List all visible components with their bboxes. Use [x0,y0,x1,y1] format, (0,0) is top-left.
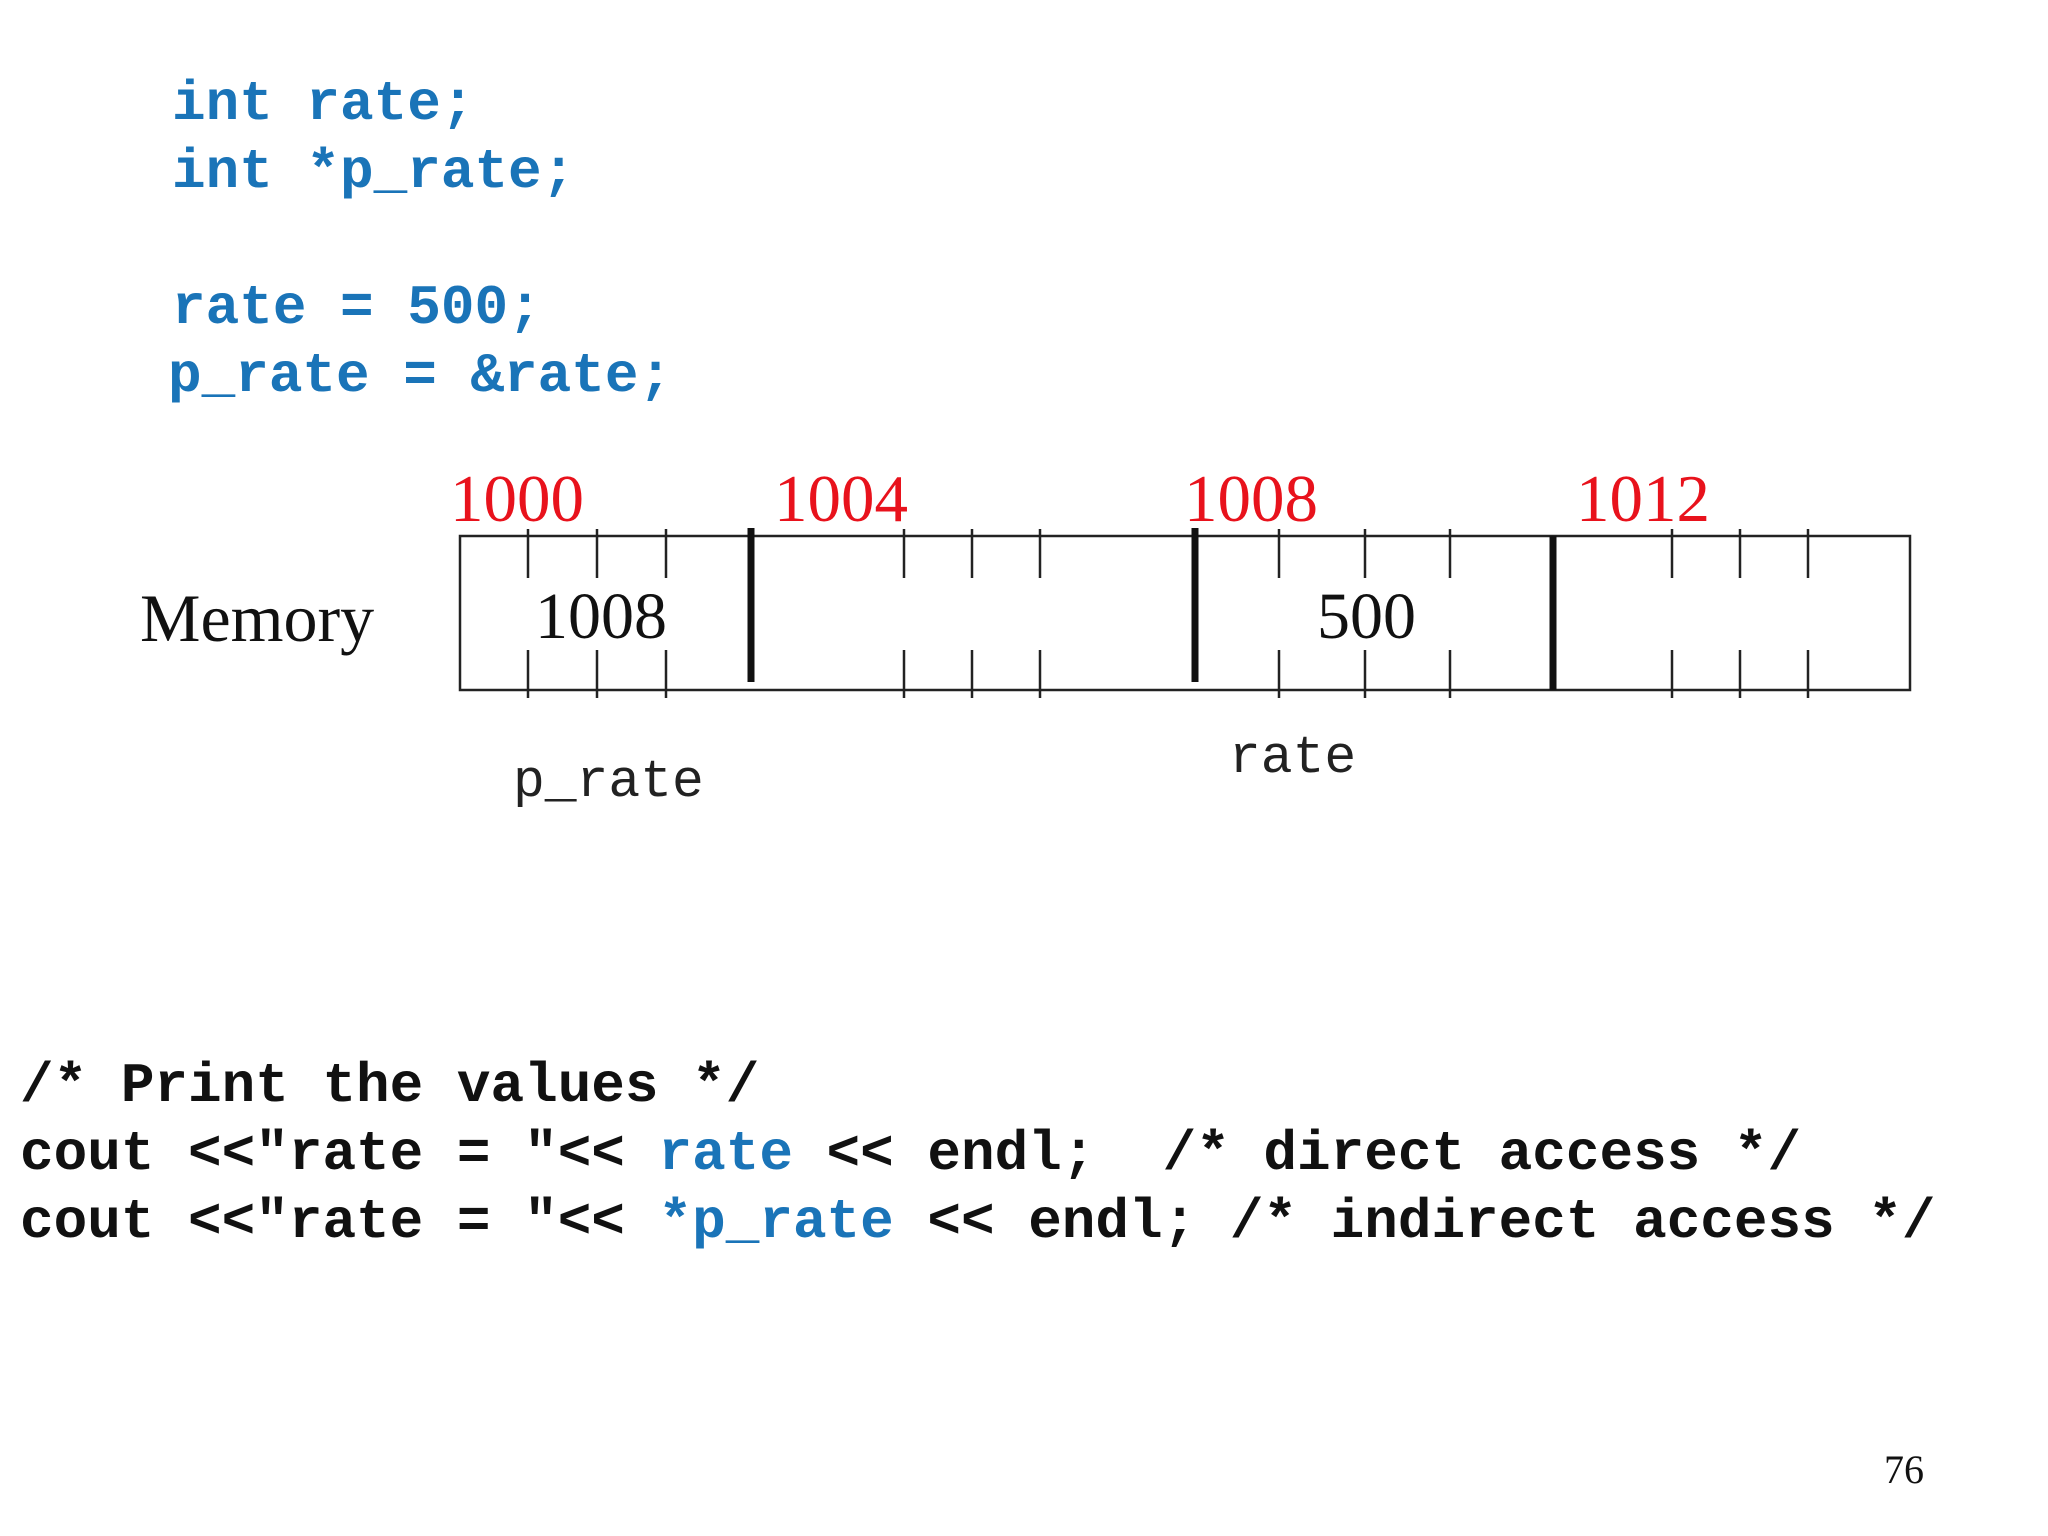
address-label-1004: 1004 [774,462,908,536]
memory-box [458,534,1912,692]
print-line-direct: cout <<"rate = "<< rate << endl; /* dire… [20,1120,1801,1188]
print-line-direct-suffix: << endl; /* direct access */ [792,1122,1802,1186]
print-line-indirect-suffix: << endl; /* indirect access */ [893,1190,1936,1254]
print-line-direct-variable: rate [658,1122,793,1186]
memory-label: Memory [140,580,375,656]
print-line-indirect-prefix: cout <<"rate = "<< [20,1190,659,1254]
print-line-indirect-variable: *p_rate [658,1190,894,1254]
assignment-line-1: rate = 500; [172,276,542,340]
variable-label-p-rate: p_rate [513,752,704,812]
declaration-line-2: int *p_rate; [172,140,576,204]
print-comment-line: /* Print the values */ [20,1054,760,1118]
declaration-line-1: int rate; [172,72,475,136]
address-label-1000: 1000 [450,462,584,536]
print-line-indirect: cout <<"rate = "<< *p_rate << endl; /* i… [20,1188,1936,1256]
page-number: 76 [1884,1447,1924,1492]
variable-label-rate: rate [1229,728,1357,788]
cell-value-1008: 500 [1317,580,1416,653]
assignment-line-2: p_rate = &rate; [168,344,673,408]
print-line-direct-prefix: cout <<"rate = "<< [20,1122,659,1186]
address-label-1008: 1008 [1184,462,1318,536]
address-label-1012: 1012 [1576,462,1710,536]
cell-value-1000: 1008 [535,580,667,653]
